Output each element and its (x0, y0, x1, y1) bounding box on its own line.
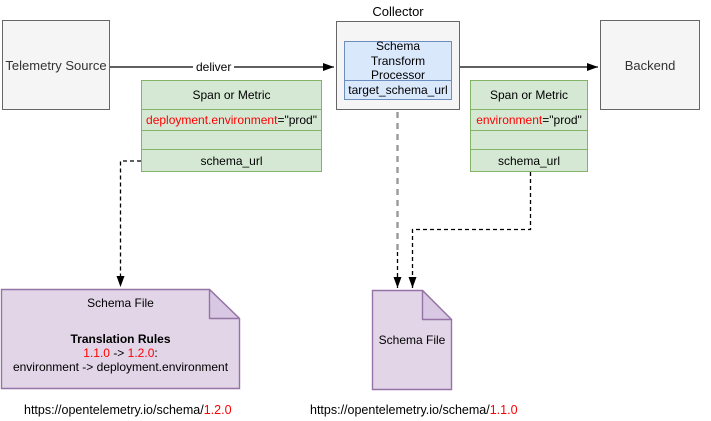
span-right-attribute-name: environment (476, 113, 543, 128)
translation-rule-mapping: environment -> deployment.environment (12, 360, 229, 374)
span-left-header: Span or Metric (192, 88, 271, 103)
telemetry-source-node: Telemetry Source (2, 20, 110, 110)
span-right-schema-url-row: schema_url (471, 149, 587, 171)
collector-group-label: Collector (372, 4, 424, 19)
span-left-schema-url-row: schema_url (142, 149, 321, 171)
backend-node: Backend (600, 20, 700, 110)
url-middle-version: 1.1.0 (489, 403, 518, 417)
schema-file-left-title: Schema File (87, 296, 154, 310)
span-left-empty-row (142, 129, 321, 150)
telemetry-source-label: Telemetry Source (5, 57, 107, 73)
schema-url-text-middle: https://opentelemetry.io/schema/1.1.0 (310, 403, 518, 417)
schema-file-left-fold-icon (208, 288, 241, 320)
rule-colon: : (154, 346, 158, 360)
processor-target-schema-url-row: target_schema_url (345, 80, 451, 99)
span-right-attribute-row: environment="prod" (471, 109, 587, 130)
schema-file-middle-fold-icon (421, 289, 453, 321)
translation-rules-heading: Translation Rules (70, 332, 171, 346)
backend-label: Backend (624, 57, 676, 73)
rule-version-from: 1.1.0 (83, 346, 110, 360)
span-or-metric-left-node: Span or Metric deployment.environment="p… (141, 80, 322, 172)
span-left-attribute-name: deployment.environment (146, 113, 278, 128)
translation-rule-versions: 1.1.0 -> 1.2.0: (1, 346, 240, 360)
schema-transform-processor-node: Schema Transform Processor target_schema… (344, 39, 452, 100)
span-right-header: Span or Metric (489, 88, 569, 103)
rule-version-to: 1.2.0 (127, 346, 155, 360)
span-right-attribute-value: ="prod" (542, 113, 582, 128)
url-middle-base: https://opentelemetry.io/schema/ (310, 403, 490, 417)
span-or-metric-right-node: Span or Metric environment="prod" schema… (470, 80, 588, 172)
processor-title: Schema Transform Processor (370, 39, 426, 83)
url-left-version: 1.2.0 (203, 403, 232, 417)
url-left-base: https://opentelemetry.io/schema/ (24, 403, 204, 417)
schema-url-text-left: https://opentelemetry.io/schema/1.2.0 (24, 403, 232, 417)
span-left-attribute-row: deployment.environment="prod" (142, 109, 321, 130)
deliver-edge-label: deliver (193, 60, 235, 74)
rule-arrow: -> (113, 346, 125, 360)
schema-file-middle-content: Schema File (372, 290, 452, 390)
schema-file-left-shape (0, 288, 241, 390)
schema-file-middle-title: Schema File (378, 333, 446, 347)
span-right-empty-row (471, 129, 587, 150)
schema-file-left-content: Schema File Translation Rules 1.1.0 -> 1… (1, 289, 240, 389)
schema-url-right-link (408, 172, 532, 288)
span-left-attribute-value: ="prod" (277, 113, 317, 128)
